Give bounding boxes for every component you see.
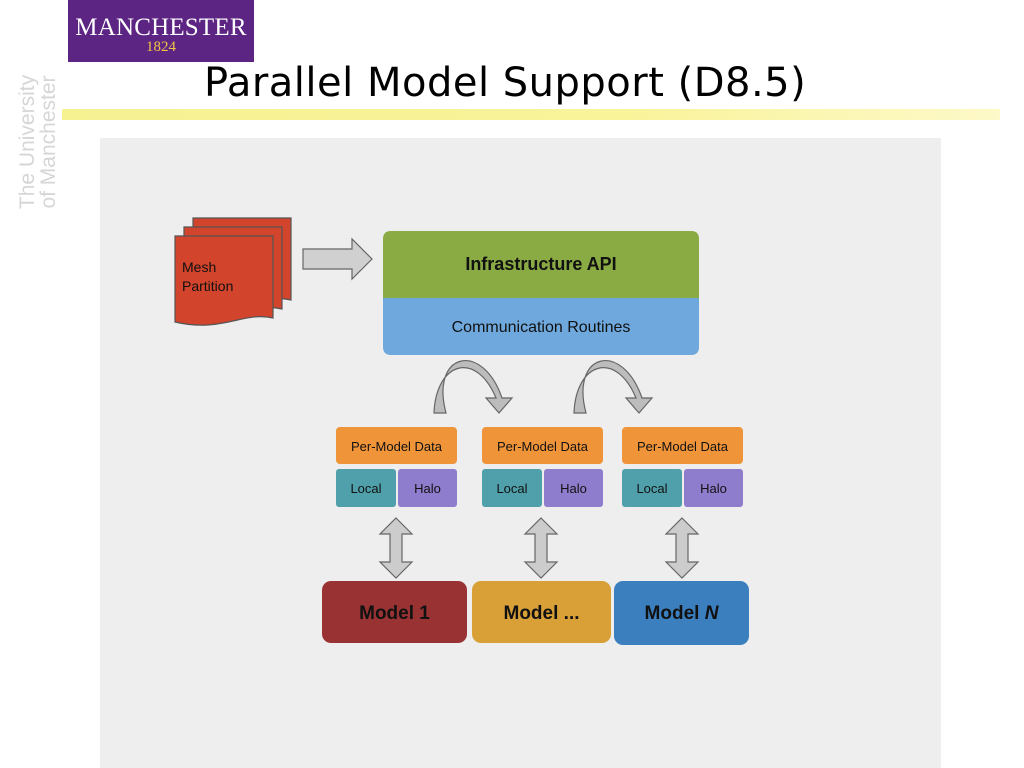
- per-model-data-3: [622, 427, 743, 464]
- model-n-italic: N: [705, 603, 720, 624]
- halo-cell-1: [398, 469, 457, 507]
- halo-label-1: Halo: [414, 481, 441, 496]
- local-cell-1: [336, 469, 396, 507]
- right-arrow-icon: [302, 237, 373, 281]
- per-model-data-label-3: Per-Model Data: [637, 439, 729, 454]
- halo-label-2: Halo: [560, 481, 587, 496]
- halo-label-3: Halo: [700, 481, 727, 496]
- model-1-block: [322, 581, 467, 643]
- mesh-page-front: [174, 235, 274, 326]
- model-1-label: Model 1: [359, 603, 430, 624]
- halo-cell-2: [544, 469, 603, 507]
- mesh-label-line2: Partition: [182, 278, 233, 294]
- university-logo: MANCHESTER 1824: [68, 0, 254, 62]
- bidirectional-arrow-2-icon: [523, 517, 559, 579]
- exchange-arrow-left-icon: [433, 360, 514, 414]
- logo-name: MANCHESTER: [75, 14, 247, 41]
- mesh-label-line1: Mesh: [182, 259, 216, 275]
- per-model-data-label-1: Per-Model Data: [351, 439, 443, 454]
- mesh-partition-stack: Mesh Partition: [174, 217, 292, 326]
- per-model-data-label-2: Per-Model Data: [497, 439, 589, 454]
- model-n-prefix: Model: [645, 603, 705, 624]
- logo-year: 1824: [146, 39, 176, 55]
- per-model-block-3: Per-Model Data Local Halo: [622, 427, 743, 507]
- exchange-arrow-right-icon: [573, 360, 654, 414]
- communication-routines-label: Communication Routines: [452, 319, 631, 336]
- bidirectional-arrow-3-icon: [664, 517, 700, 579]
- per-model-block-2: Per-Model Data Local Halo: [482, 427, 603, 507]
- local-label-3: Local: [636, 481, 667, 496]
- model-n-label: Model N: [645, 603, 720, 624]
- per-model-block-1: Per-Model Data Local Halo: [336, 427, 457, 507]
- slide-title: Parallel Model Support (D8.5): [204, 60, 807, 106]
- model-n-block: [614, 581, 749, 645]
- per-model-data-2: [482, 427, 603, 464]
- infrastructure-api-block: [383, 231, 699, 298]
- bidirectional-arrow-1-icon: [378, 517, 414, 579]
- local-cell-2: [482, 469, 542, 507]
- title-underline: [62, 109, 1000, 120]
- infrastructure-api-label: Infrastructure API: [465, 254, 616, 274]
- communication-routines-block: [383, 298, 699, 355]
- local-label-2: Local: [496, 481, 527, 496]
- halo-cell-3: [684, 469, 743, 507]
- local-label-1: Local: [350, 481, 381, 496]
- model-middle-label: Model ...: [504, 603, 580, 624]
- local-cell-3: [622, 469, 682, 507]
- model-middle-block: [472, 581, 611, 643]
- per-model-data-1: [336, 427, 457, 464]
